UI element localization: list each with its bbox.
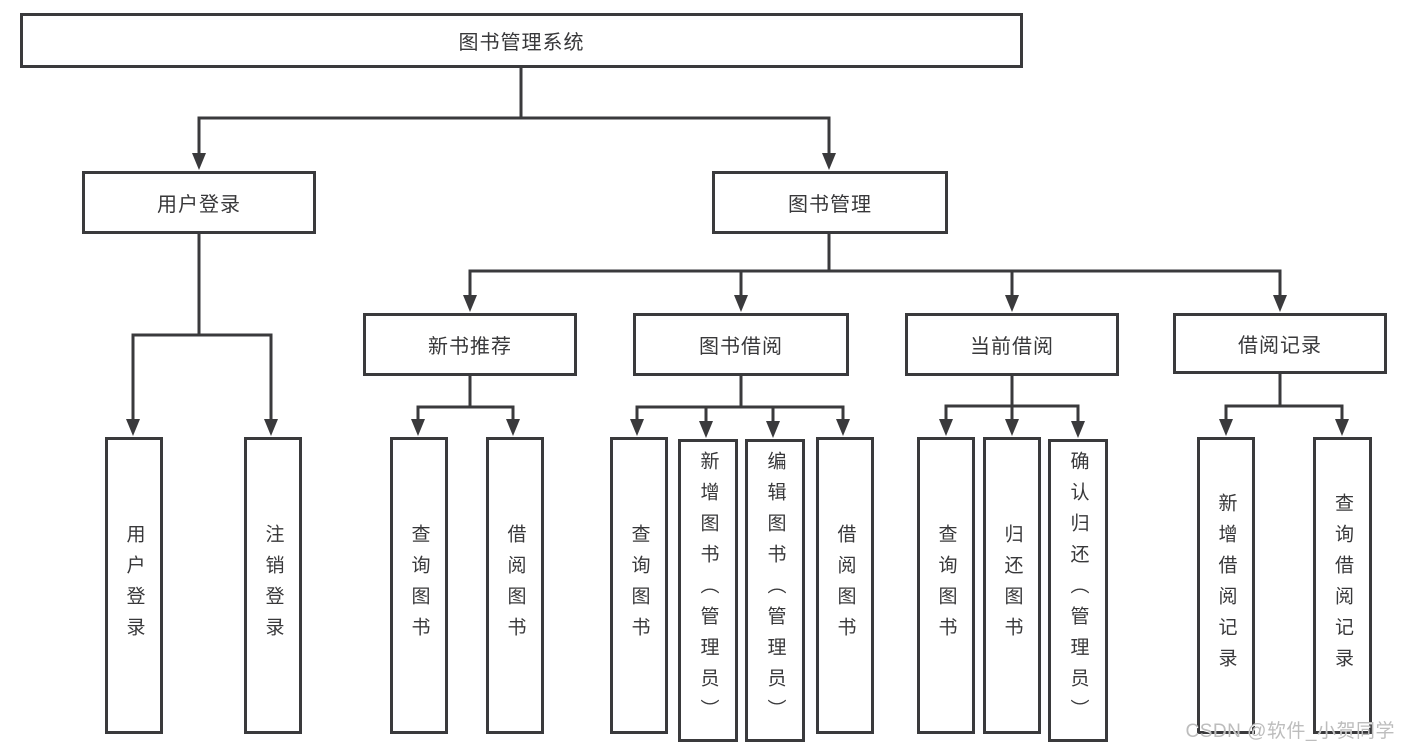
arrowhead xyxy=(1273,295,1287,312)
node-book-management: 图书管理 xyxy=(712,171,948,234)
node-label: 注销登录 xyxy=(262,523,284,648)
arrowhead xyxy=(411,419,425,436)
node-label: 图书管理系统 xyxy=(458,32,585,54)
edge-book-borrow-to-leaves xyxy=(630,375,850,438)
node-label: 查询图书 xyxy=(935,523,957,648)
node-label: 用户登录 xyxy=(123,523,145,648)
node-borrowing-records: 借阅记录 xyxy=(1173,313,1387,374)
node-label: 借阅图书 xyxy=(834,523,856,648)
arrowhead xyxy=(264,419,278,436)
node-label: 当前借阅 xyxy=(970,336,1054,358)
leaf-query-books-borrowing: 查询图书 xyxy=(610,437,668,734)
leaf-query-borrow-record: 查询借阅记录 xyxy=(1313,437,1372,734)
leaf-borrow-books-recommend: 借阅图书 xyxy=(486,437,544,734)
node-label: 新增借阅记录 xyxy=(1215,492,1237,679)
edge-new-book-rec-to-leaves xyxy=(411,375,520,436)
node-root-library-management-system: 图书管理系统 xyxy=(20,13,1023,68)
leaf-query-books-recommend: 查询图书 xyxy=(390,437,448,734)
node-label: 新增图书（管理员） xyxy=(697,451,719,730)
arrowhead xyxy=(1335,419,1349,436)
arrowhead xyxy=(506,419,520,436)
leaf-add-borrow-record: 新增借阅记录 xyxy=(1197,437,1255,734)
node-user-login: 用户登录 xyxy=(82,171,316,234)
arrowhead xyxy=(836,419,850,436)
node-label: 归还图书 xyxy=(1001,523,1023,648)
node-label: 编辑图书（管理员） xyxy=(764,451,786,730)
arrowhead xyxy=(1005,419,1019,436)
edge-root-to-level2 xyxy=(192,67,836,170)
edge-current-borrow-to-leaves xyxy=(939,375,1085,438)
node-label: 查询借阅记录 xyxy=(1332,492,1353,679)
leaf-add-books-admin: 新增图书（管理员） xyxy=(678,439,738,742)
leaf-user-login: 用户登录 xyxy=(105,437,163,734)
node-label: 图书管理 xyxy=(788,194,872,216)
leaf-query-books-current: 查询图书 xyxy=(917,437,975,734)
arrowhead xyxy=(463,295,477,312)
leaf-logout: 注销登录 xyxy=(244,437,302,734)
node-label: 借阅记录 xyxy=(1238,335,1322,357)
node-label: 图书借阅 xyxy=(699,336,783,358)
arrowhead xyxy=(766,421,780,438)
edge-user-login-to-leaves xyxy=(126,233,278,436)
node-label: 确认归还（管理员） xyxy=(1067,451,1089,730)
arrowhead xyxy=(630,419,644,436)
csdn-watermark: CSDN @软件_小贺同学 xyxy=(1185,721,1395,742)
node-new-book-recommend: 新书推荐 xyxy=(363,313,577,376)
node-label: 新书推荐 xyxy=(428,336,512,358)
node-label: 借阅图书 xyxy=(504,523,526,648)
arrowhead xyxy=(1219,419,1233,436)
leaf-return-books: 归还图书 xyxy=(983,437,1041,734)
edge-borrow-record-to-leaves xyxy=(1219,372,1349,436)
leaf-borrow-books-borrowing: 借阅图书 xyxy=(816,437,874,734)
arrowhead xyxy=(1005,295,1019,312)
arrowhead xyxy=(822,153,836,170)
arrowhead xyxy=(734,295,748,312)
leaf-edit-books-admin: 编辑图书（管理员） xyxy=(745,439,805,742)
arrowhead xyxy=(126,419,140,436)
node-book-borrowing: 图书借阅 xyxy=(633,313,849,376)
node-label: 查询图书 xyxy=(408,523,430,648)
leaf-confirm-return-admin: 确认归还（管理员） xyxy=(1048,439,1108,742)
arrowhead xyxy=(192,153,206,170)
arrowhead xyxy=(699,421,713,438)
node-current-borrowing: 当前借阅 xyxy=(905,313,1119,376)
node-label: 查询图书 xyxy=(628,523,650,648)
arrowhead xyxy=(939,419,953,436)
node-label: 用户登录 xyxy=(157,194,241,216)
edge-book-mgmt-to-level3 xyxy=(463,233,1287,312)
arrowhead xyxy=(1071,421,1085,438)
